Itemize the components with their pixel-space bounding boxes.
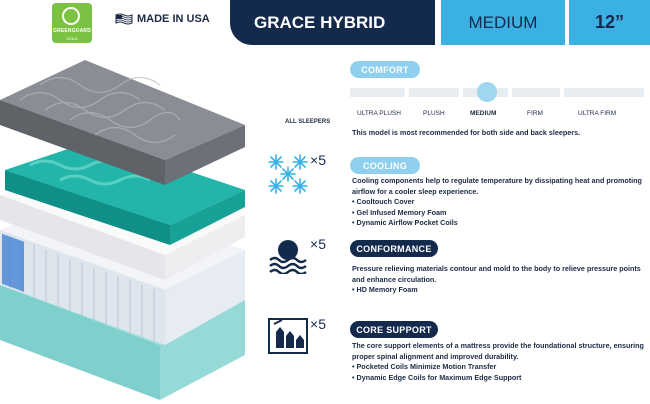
scale-segment — [512, 88, 560, 97]
leaf-icon — [62, 7, 80, 25]
core-support-rating: ×5 — [310, 316, 326, 332]
core-support-section-label: CORE SUPPORT — [350, 321, 438, 338]
cooling-section-label: COOLING — [350, 157, 420, 174]
made-in-usa-badge: MADE IN USA — [115, 13, 210, 25]
scale-segment — [409, 88, 459, 97]
scale-label-ultra-firm: ULTRA FIRM — [578, 110, 617, 117]
list-item: Pocketed Coils Minimize Motion Transfer — [352, 362, 644, 373]
height-value: 12” — [594, 12, 625, 32]
conformance-description: Pressure relieving materials contour and… — [352, 264, 644, 296]
cooling-rating: ×5 — [310, 152, 326, 168]
conformance-section-label: CONFORMANCE — [350, 240, 438, 257]
comfort-section-label: COMFORT — [350, 61, 420, 78]
scale-segment — [350, 88, 405, 97]
product-title-bar: GRACE HYBRID — [230, 0, 435, 45]
core-support-description: The core support elements of a mattress … — [352, 341, 644, 383]
scale-label-ultra-plush: ULTRA PLUSH — [357, 110, 401, 117]
edge-coils — [2, 233, 24, 292]
scale-label-plush: PLUSH — [423, 110, 445, 117]
usa-flag-icon — [115, 13, 133, 25]
height-box: 12” — [569, 0, 650, 45]
firmness-box: MEDIUM — [441, 0, 565, 45]
comfort-scale-indicator — [477, 82, 497, 102]
scale-label-medium: MEDIUM — [470, 110, 497, 117]
core-support-icon — [268, 318, 308, 359]
cooltouch-cover-layer — [0, 60, 245, 160]
cert-logo-text: GREENGUARD — [52, 28, 92, 34]
sleepers-label: ALL SLEEPERS — [285, 119, 331, 125]
list-item: Gel Infused Memory Foam — [352, 208, 644, 219]
firmness-value: MEDIUM — [468, 13, 538, 32]
snowflake-icon — [266, 152, 312, 203]
cooling-description: Cooling components help to regulate temp… — [352, 176, 644, 229]
list-item: Dynamic Airflow Pocket Coils — [352, 218, 644, 229]
cert-logo-sub: GOLD — [66, 36, 78, 41]
product-name: GRACE HYBRID — [254, 13, 386, 32]
gel-foam-layer — [5, 140, 245, 225]
conformance-rating: ×5 — [310, 236, 326, 252]
list-item: Dynamic Edge Coils for Maximum Edge Supp… — [352, 373, 644, 384]
scale-segment — [564, 88, 644, 97]
conformance-icon — [268, 238, 308, 279]
greenguard-logo: GREENGUARD GOLD — [52, 3, 92, 43]
scale-label-firm: FIRM — [527, 110, 543, 117]
list-item: HD Memory Foam — [352, 285, 644, 296]
list-item: Cooltouch Cover — [352, 197, 644, 208]
sleeper-recommendation: This model is most recommended for both … — [352, 128, 581, 137]
mattress-layers-illustration — [0, 60, 245, 400]
made-in-usa-text: MADE IN USA — [137, 13, 210, 25]
